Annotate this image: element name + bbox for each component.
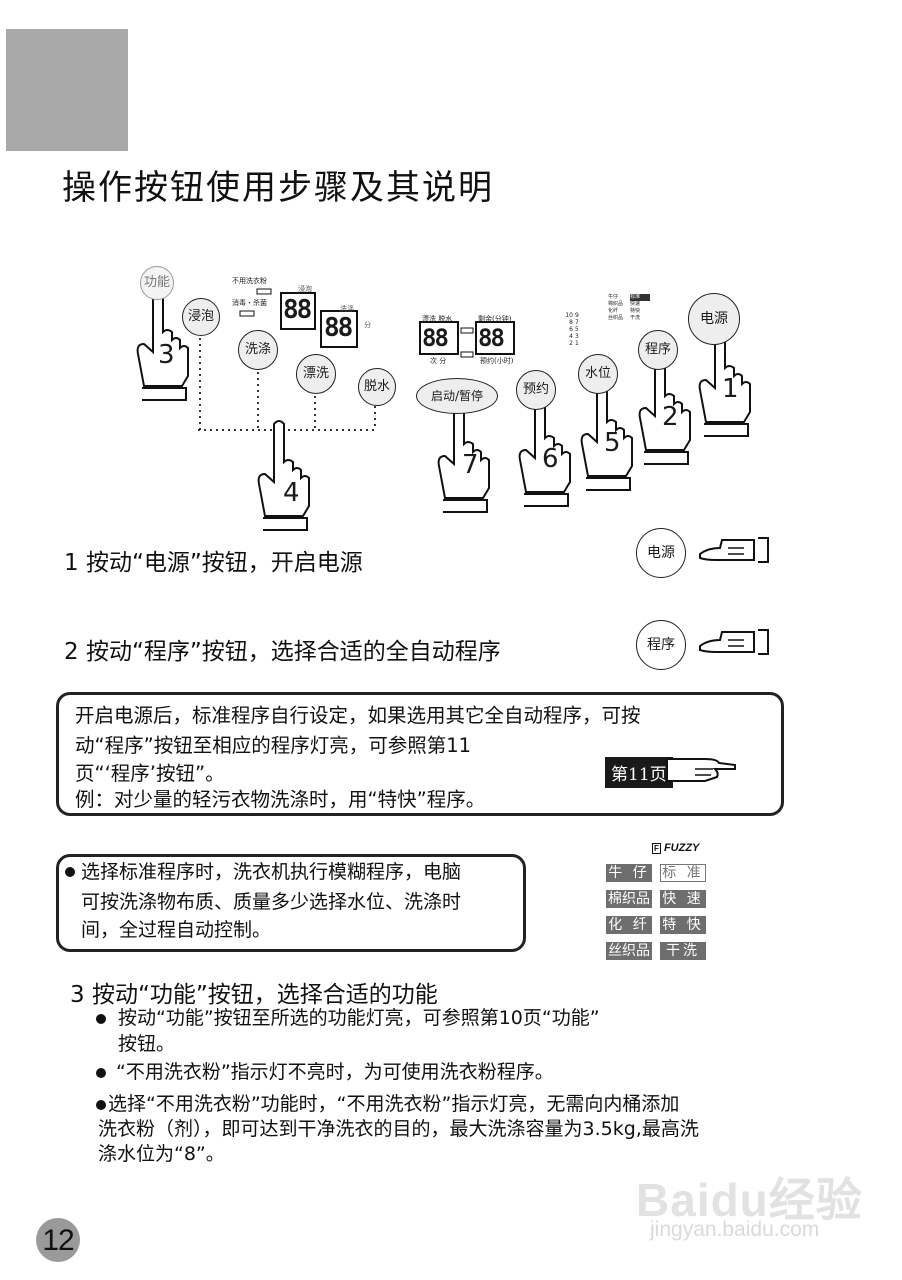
step-1-text: 1 按动“电源”按钮，开启电源 [64, 550, 363, 576]
page-title: 操作按钮使用步骤及其说明 [62, 168, 494, 208]
program-dry-clean: 干洗 [660, 942, 706, 960]
display-digits-left: 88 [422, 324, 449, 352]
mini-synthetic: 化纤 [608, 308, 619, 314]
water-level-button[interactable]: 水位 [578, 354, 618, 394]
step-2-hand-icon [699, 629, 769, 655]
control-panel-diagram [136, 288, 751, 531]
finger-number-7: 7 [462, 450, 479, 480]
step-1-power-icon: 电源 [636, 528, 686, 578]
label-times-minutes: 次 分 [430, 357, 447, 365]
label-remaining: 剩余(分钟) [478, 315, 512, 323]
water-level-3: 3 [575, 333, 579, 340]
program-silk: 丝织品 [606, 942, 652, 960]
bullet-dot [96, 1014, 106, 1024]
note2-line-3: 间，全过程自动控制。 [81, 919, 272, 941]
spin-button[interactable]: 脱水 [358, 368, 396, 406]
program-fast: 快 速 [660, 890, 706, 908]
program-synthetic: 化 纤 [606, 916, 652, 934]
program-express: 特 快 [660, 916, 706, 934]
step3-bullet-3-line-3: 涤水位为“8”。 [98, 1143, 225, 1165]
label-soak: 浸泡 [298, 285, 312, 293]
indicator-no-detergent: 不用洗衣粉 [232, 277, 267, 285]
display-digits-right: 88 [478, 324, 505, 352]
label-wash: 洗涤 [340, 305, 354, 313]
mini-denim: 牛仔 [608, 294, 619, 300]
mini-express: 特快 [630, 308, 641, 314]
water-level-7: 7 [575, 319, 579, 326]
mini-dry-clean: 干洗 [630, 315, 641, 321]
water-level-8: 8 [569, 319, 573, 326]
step-2-text: 2 按动“程序”按钮，选择合适的全自动程序 [64, 639, 501, 665]
fuzzy-logo-text: FUZZY [663, 842, 700, 854]
water-level-9: 9 [575, 312, 579, 319]
fuzzy-logo: F FUZZY [652, 842, 700, 854]
mini-fast: 快速 [630, 301, 641, 307]
water-level-1: 1 [575, 340, 579, 347]
mini-silk: 丝织品 [608, 315, 624, 321]
soak-button[interactable]: 浸泡 [182, 298, 220, 336]
connector-lines [198, 338, 376, 431]
display-digits-soak: 88 [283, 295, 312, 325]
note-fuzzy-program: 选择标准程序时，洗衣机执行模糊程序，电脑 可按洗涤物布质、质量多少选择水位、洗涤… [56, 854, 526, 952]
mini-standard: 标准 [630, 294, 650, 301]
finger-number-1: 1 [722, 374, 739, 404]
mini-cotton: 棉织品 [608, 301, 624, 307]
page-reference-tag[interactable]: 第11页 [605, 757, 673, 788]
step3-bullet-2: “不用洗衣粉”指示灯不亮时，为可使用洗衣粉程序。 [116, 1061, 554, 1083]
program-indicators-mini: 牛仔 标准 棉织品 快速 化纤 特快 丝织品 干洗 [608, 294, 650, 322]
step3-bullet-1-line-2: 按钮。 [118, 1033, 176, 1055]
water-level-5: 5 [575, 326, 579, 333]
pointing-hand-icon [666, 758, 736, 782]
step-2-program-icon: 程序 [636, 620, 686, 670]
bullet-dot [96, 1068, 106, 1078]
water-level-4: 4 [569, 333, 573, 340]
step3-bullet-3-line-2: 洗衣粉（剂），即可达到干净洗衣的目的，最大洗涤容量为3.5kg,最高洗 [98, 1118, 699, 1140]
bullet-dot [96, 1100, 106, 1110]
note1-line-1: 开启电源后，标准程序自行设定，如果选用其它全自动程序，可按 [75, 704, 641, 727]
function-button[interactable]: 功能 [140, 266, 174, 300]
section-tab [6, 29, 128, 151]
label-reserve-hours: 预约(小时) [480, 357, 514, 365]
program-denim: 牛 仔 [606, 864, 652, 882]
note-program-selection: 开启电源后，标准程序自行设定，如果选用其它全自动程序，可按 动“程序”按钮至相应… [56, 692, 784, 816]
step-1-hand-icon [699, 537, 769, 563]
hand-4-icon [257, 420, 310, 531]
water-level-6: 6 [569, 326, 573, 333]
rinse-button[interactable]: 漂洗 [296, 354, 336, 394]
finger-number-2: 2 [662, 402, 679, 432]
left-display [239, 288, 358, 348]
watermark-logo: Baidu经验 [636, 1174, 863, 1226]
step3-bullet-3-line-1: 选择“不用洗衣粉”功能时，“不用洗衣粉”指示灯亮，无需向内桶添加 [108, 1093, 680, 1115]
water-level-2: 2 [569, 340, 573, 347]
fuzzy-program-grid: 牛 仔 标 准 棉织品 快 速 化 纤 特 快 丝织品 干洗 [606, 864, 706, 960]
water-level-10: 10 [565, 312, 573, 319]
start-pause-button[interactable]: 启动/暂停 [416, 378, 498, 414]
finger-number-3: 3 [158, 340, 175, 370]
program-button[interactable]: 程序 [638, 330, 678, 370]
wash-button[interactable]: 洗涤 [238, 330, 278, 370]
reserve-button[interactable]: 预约 [516, 370, 556, 410]
step-3-text: 3 按动“功能”按钮，选择合适的功能 [70, 982, 438, 1008]
bullet-dot [65, 867, 75, 877]
label-rinse-spin: 漂洗 脱水 [422, 315, 453, 323]
note1-line-4: 例：对少量的轻污衣物洗涤时，用“特快”程序。 [75, 788, 486, 811]
finger-number-5: 5 [604, 428, 621, 458]
program-standard: 标 准 [660, 864, 706, 882]
power-button[interactable]: 电源 [688, 293, 740, 345]
page-number: 12 [36, 1218, 80, 1262]
finger-number-4: 4 [283, 478, 300, 508]
water-level-indicators: 10 9 8 7 6 5 4 3 2 1 [552, 312, 596, 347]
center-display [419, 321, 515, 358]
note2-line-2: 可按洗涤物布质、质量多少选择水位、洗涤时 [81, 891, 462, 913]
note1-line-2: 动“程序”按钮至相应的程序灯亮，可参照第11 [75, 734, 472, 757]
label-minute: 分 [364, 321, 371, 329]
step3-bullet-1-line-1: 按动“功能”按钮至所选的功能灯亮，可参照第10页“功能” [118, 1007, 600, 1029]
program-cotton: 棉织品 [606, 890, 652, 908]
note2-line-1: 选择标准程序时，洗衣机执行模糊程序，电脑 [81, 861, 462, 883]
note1-line-3: 页“‘程序’按钮”。 [75, 762, 225, 785]
indicator-disinfect: 消毒・杀菌 [232, 299, 267, 307]
finger-number-6: 6 [542, 444, 559, 474]
display-digits-wash: 88 [324, 313, 353, 343]
watermark-url: jingyan.baidu.com [650, 1218, 820, 1241]
